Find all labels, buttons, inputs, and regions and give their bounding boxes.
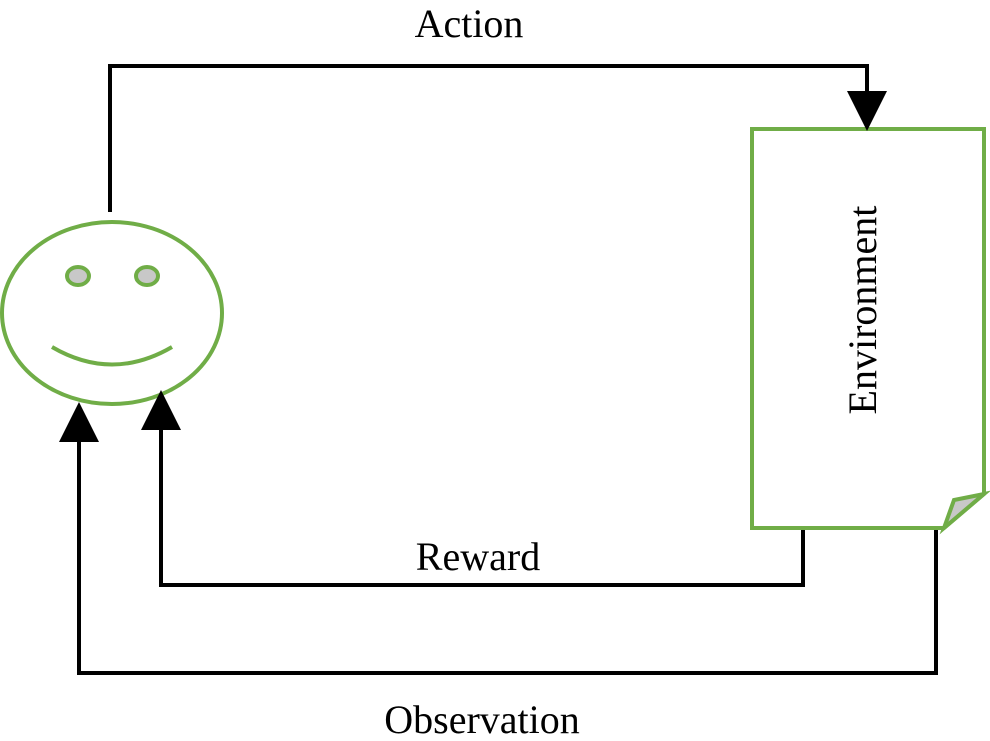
agent-smile [50,345,174,367]
action-arrow [108,64,887,212]
action-label: Action [415,1,524,46]
agent-left-eye [65,265,91,287]
agent-smiley-icon [0,220,224,406]
observation-arrow [59,402,938,675]
agent-right-eye [134,265,160,287]
reward-label: Reward [416,534,540,579]
environment-label: Environment [840,206,885,415]
environment-page-icon [750,127,990,535]
reward-arrow [141,390,805,587]
agent-face [0,220,224,406]
environment-folded-corner [939,490,990,535]
observation-label: Observation [384,697,580,741]
